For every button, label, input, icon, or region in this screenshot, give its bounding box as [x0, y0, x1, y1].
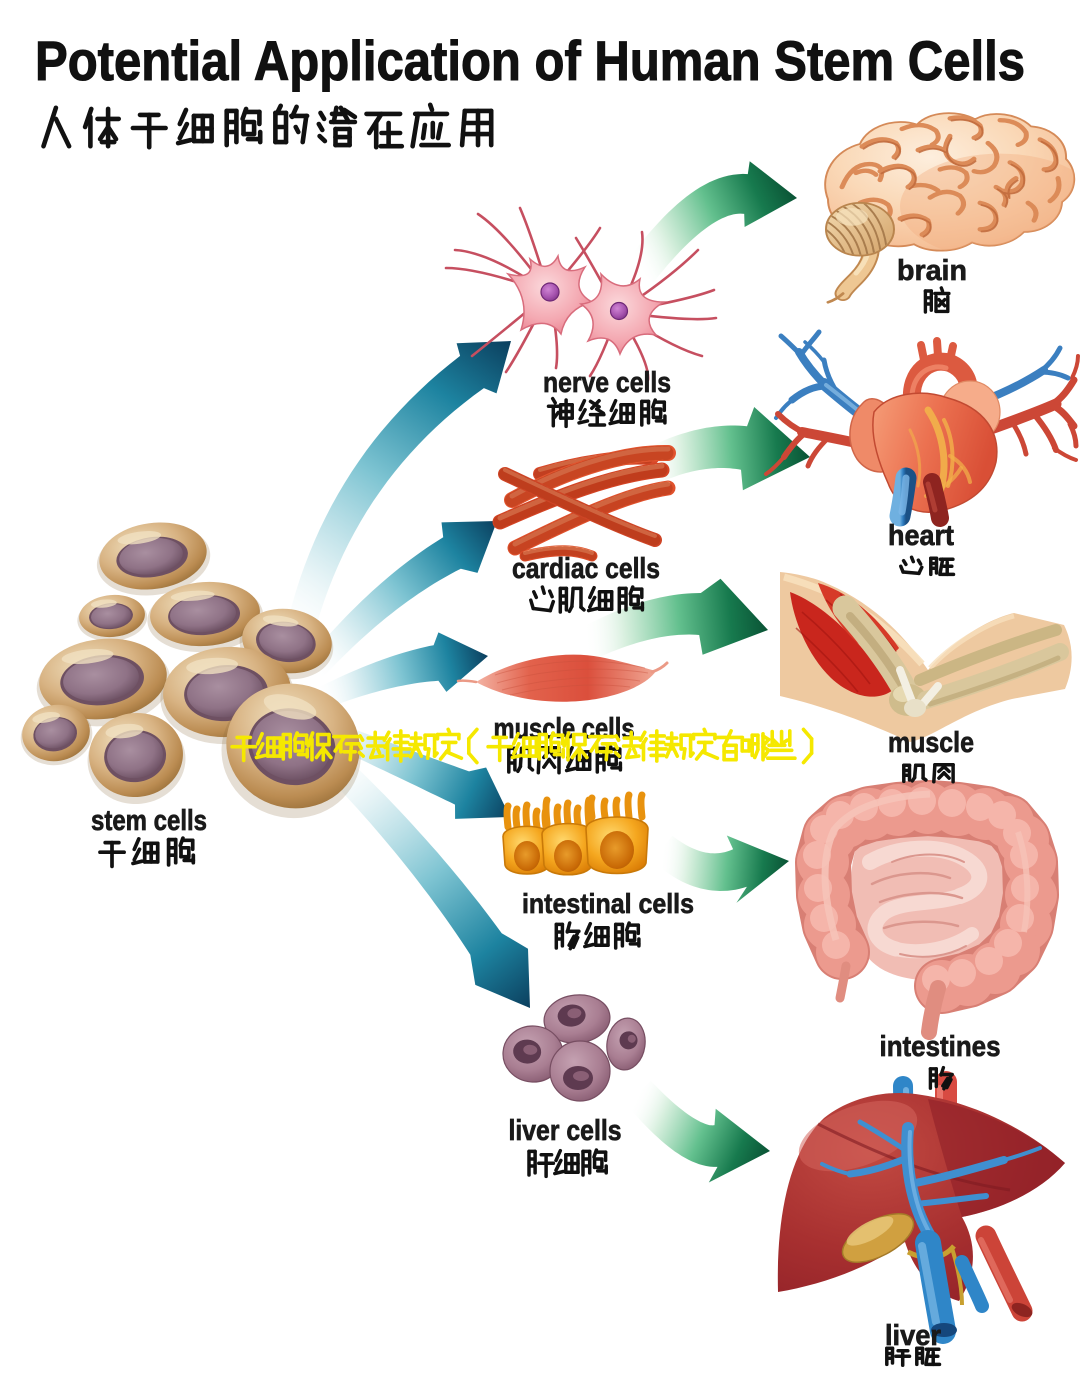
svg-text:nerve cells: nerve cells	[543, 367, 671, 399]
svg-text:intestines: intestines	[880, 1031, 1001, 1063]
svg-text:muscle: muscle	[888, 727, 974, 759]
svg-text:liver: liver	[885, 1320, 941, 1352]
svg-text:Potential Application of Human: Potential Application of Human Stem Cell…	[35, 29, 1025, 92]
svg-text:heart: heart	[888, 520, 954, 552]
svg-text:intestinal cells: intestinal cells	[522, 888, 694, 919]
svg-text:stem cells: stem cells	[91, 805, 207, 837]
svg-text:brain: brain	[897, 255, 967, 287]
svg-text:liver cells: liver cells	[509, 1115, 622, 1147]
svg-text:cardiac cells: cardiac cells	[512, 553, 660, 585]
